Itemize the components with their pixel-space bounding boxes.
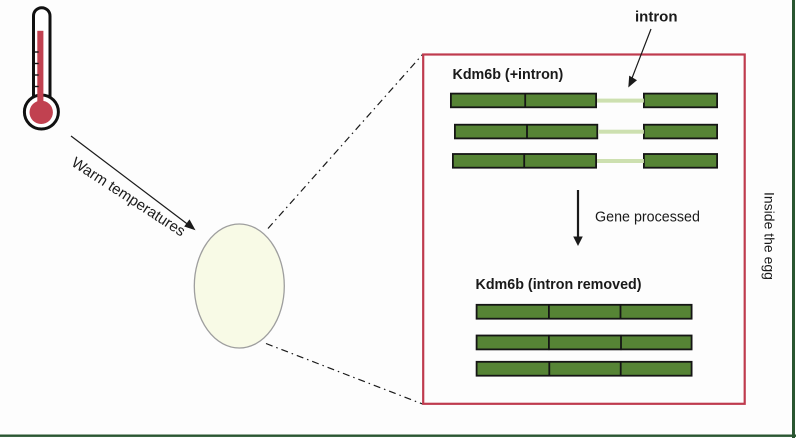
svg-text:Inside the egg: Inside the egg: [762, 192, 778, 280]
svg-text:intron: intron: [635, 9, 678, 26]
svg-text:Kdm6b (+intron): Kdm6b (+intron): [453, 67, 564, 83]
svg-text:Kdm6b (intron removed): Kdm6b (intron removed): [476, 277, 642, 293]
svg-text:Gene processed: Gene processed: [595, 210, 700, 226]
